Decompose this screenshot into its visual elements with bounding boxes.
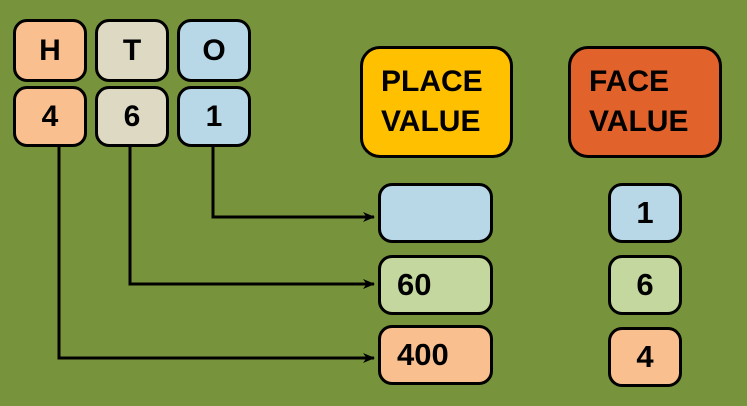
letter-box-ones: O — [177, 19, 251, 82]
face-value-header-line2: VALUE — [589, 105, 689, 138]
letter-box-tens: T — [95, 19, 169, 82]
place-value-header-line2: VALUE — [381, 105, 481, 138]
place-value-box-tens: 60 — [378, 255, 493, 315]
arrow-hundreds-to-place-value — [57, 147, 375, 363]
letter-box-hundreds: H — [13, 19, 87, 82]
face-value-box-tens: 6 — [608, 255, 682, 315]
place-value-box-hundreds: 400 — [378, 325, 493, 385]
arrow-tens-to-place-value — [128, 147, 375, 289]
place-value-box-ones — [378, 183, 493, 243]
face-value-header: FACE VALUE — [568, 46, 722, 158]
digit-box-ones: 1 — [177, 86, 251, 147]
face-value-box-hundreds: 4 — [608, 327, 682, 387]
digit-box-hundreds: 4 — [13, 86, 87, 147]
place-value-header-line1: PLACE — [381, 65, 483, 98]
face-value-header-line1: FACE — [589, 65, 670, 98]
arrow-ones-to-place-value — [211, 147, 375, 222]
face-value-box-ones: 1 — [608, 183, 682, 243]
digit-box-tens: 6 — [95, 86, 169, 147]
place-value-header: PLACE VALUE — [360, 46, 513, 158]
